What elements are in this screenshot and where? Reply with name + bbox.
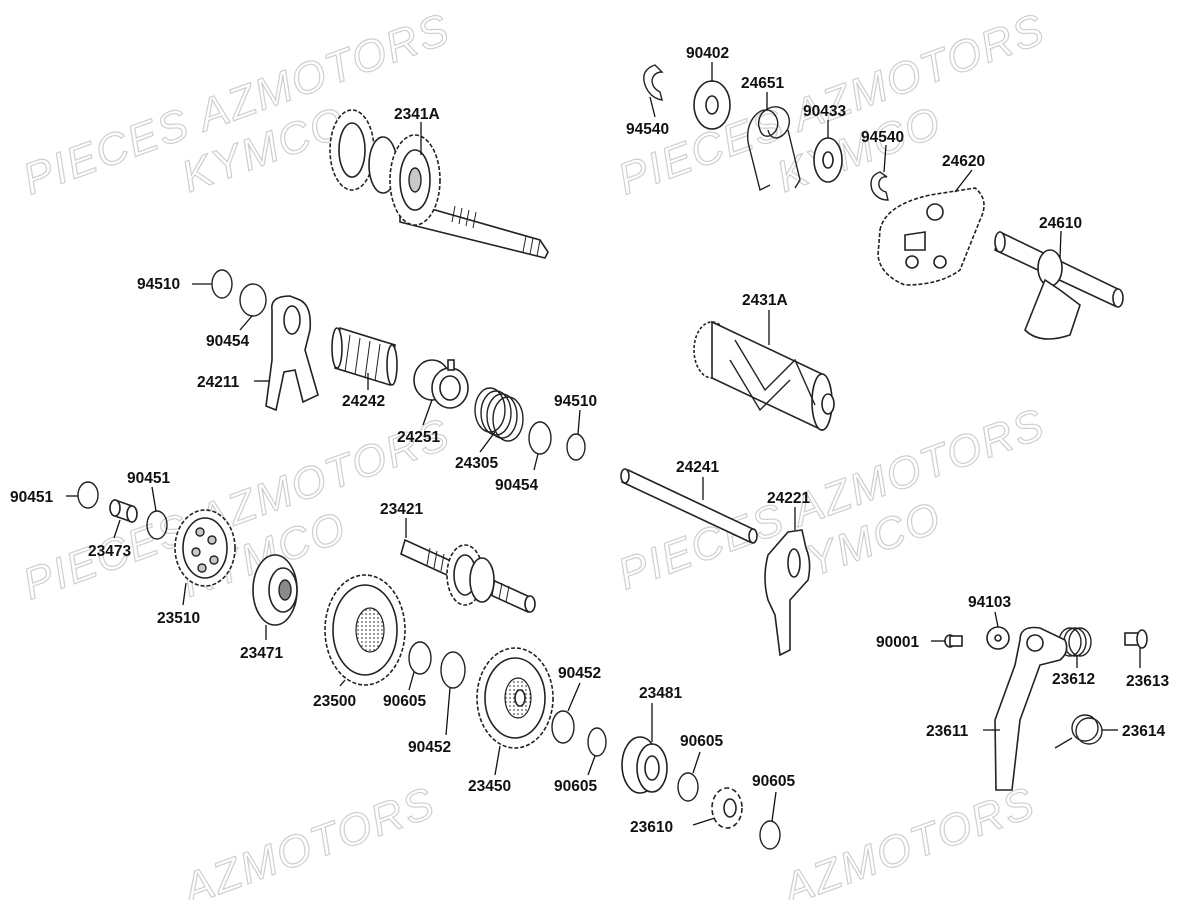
part-label[interactable]: 90452 (558, 665, 601, 682)
hub-drawing (252, 554, 298, 626)
part-label[interactable]: 23500 (313, 693, 356, 710)
circlip-drawing (408, 641, 432, 675)
part-label[interactable]: 24620 (942, 153, 985, 170)
spring-drawing (747, 106, 801, 192)
part-label[interactable]: 24211 (197, 374, 240, 391)
gear-drawing (476, 647, 554, 749)
part-label[interactable]: 94540 (861, 129, 904, 146)
washer-drawing (528, 421, 552, 455)
part-label[interactable]: 23471 (240, 645, 283, 662)
part-label[interactable]: 24242 (342, 393, 385, 410)
gear-drawing (324, 574, 406, 686)
part-label[interactable]: 24251 (397, 429, 440, 446)
part-label[interactable]: 94510 (554, 393, 597, 410)
circlip-drawing (643, 64, 664, 101)
part-label[interactable]: 90433 (803, 103, 846, 120)
part-label[interactable]: 90451 (10, 489, 53, 506)
watermark-layer: PIECES AZMOTORS KYMCO PIECES AZMOTORS KY… (16, 4, 1052, 900)
bushing-drawing (413, 359, 469, 409)
part-label[interactable]: 24610 (1039, 215, 1082, 232)
bushing-drawing (109, 498, 138, 524)
circlip-drawing (870, 171, 889, 201)
part-label[interactable]: 94103 (968, 594, 1011, 611)
bolt-drawing (944, 634, 963, 648)
circlip-drawing (211, 269, 233, 299)
spring-drawing (474, 387, 524, 442)
gear-drawing (174, 509, 236, 587)
part-label[interactable]: 90605 (554, 778, 597, 795)
part-label[interactable]: 90001 (876, 634, 919, 651)
part-label[interactable]: 90454 (495, 477, 538, 494)
fork-shaft-drawing (620, 468, 758, 544)
shift-drum-drawing (693, 320, 835, 432)
dog-collar-drawing (621, 736, 668, 794)
part-label[interactable]: 24305 (455, 455, 498, 472)
spring-drawing (1054, 714, 1103, 749)
part-label[interactable]: 23610 (630, 819, 673, 836)
part-label[interactable]: 90605 (680, 733, 723, 750)
kick-sector-drawing (877, 187, 985, 286)
part-label[interactable]: 23421 (380, 501, 423, 518)
watermark-line: AZMOTORS (774, 778, 1042, 900)
part-label[interactable]: 24221 (767, 490, 810, 507)
part-label[interactable]: 90605 (752, 773, 795, 790)
part-label[interactable]: 90452 (408, 739, 451, 756)
needle-bearing-drawing (331, 326, 398, 387)
part-label[interactable]: 94510 (137, 276, 180, 293)
circlip-drawing (587, 727, 607, 757)
watermark-2: PIECES AZMOTORS KYMCO (611, 4, 1052, 205)
washer-drawing (239, 283, 267, 317)
part-label[interactable]: 23450 (468, 778, 511, 795)
part-label[interactable]: 90402 (686, 45, 729, 62)
washer-drawing (146, 510, 168, 540)
shift-fork-drawing (265, 295, 319, 412)
gear-drawing (711, 787, 743, 829)
part-label[interactable]: 23611 (926, 723, 969, 740)
main-shaft-drawing (329, 109, 549, 259)
shift-fork-drawing (764, 529, 811, 657)
part-label[interactable]: 90451 (127, 470, 170, 487)
pin-drawing (1124, 629, 1148, 649)
part-label[interactable]: 90454 (206, 333, 249, 350)
part-label[interactable]: 24651 (741, 75, 784, 92)
circlip-drawing (677, 772, 699, 802)
part-label[interactable]: 23510 (157, 610, 200, 627)
counter-shaft-drawing (400, 538, 536, 614)
watermark-5: AZMOTORS (173, 777, 442, 900)
watermark-6: AZMOTORS (773, 777, 1042, 900)
watermark-line: AZMOTORS (174, 778, 442, 900)
part-label[interactable]: 24241 (676, 459, 719, 476)
part-label[interactable]: 90605 (383, 693, 426, 710)
washer-drawing (440, 651, 466, 689)
part-label[interactable]: 2341A (394, 106, 440, 123)
shift-arm-drawing (994, 626, 1068, 791)
part-labels: 2341A 90402 24651 90433 94540 94540 2462… (10, 45, 1169, 836)
leader-lines (66, 62, 1141, 826)
circlip-drawing (759, 820, 781, 850)
kick-shaft-drawing (994, 230, 1124, 340)
part-label[interactable]: 23481 (639, 685, 682, 702)
part-label[interactable]: 23614 (1122, 723, 1165, 740)
washer-drawing (813, 137, 843, 183)
washer-drawing (77, 481, 99, 509)
part-label[interactable]: 23612 (1052, 671, 1095, 688)
part-drawings (77, 64, 1148, 850)
washer-drawing (551, 710, 575, 744)
part-label[interactable]: 23473 (88, 543, 131, 560)
circlip-drawing (566, 433, 586, 461)
part-label[interactable]: 23613 (1126, 673, 1169, 690)
part-label[interactable]: 2431A (742, 292, 788, 309)
washer-drawing (693, 80, 731, 130)
part-label[interactable]: 94540 (626, 121, 669, 138)
washer-drawing (986, 626, 1010, 650)
